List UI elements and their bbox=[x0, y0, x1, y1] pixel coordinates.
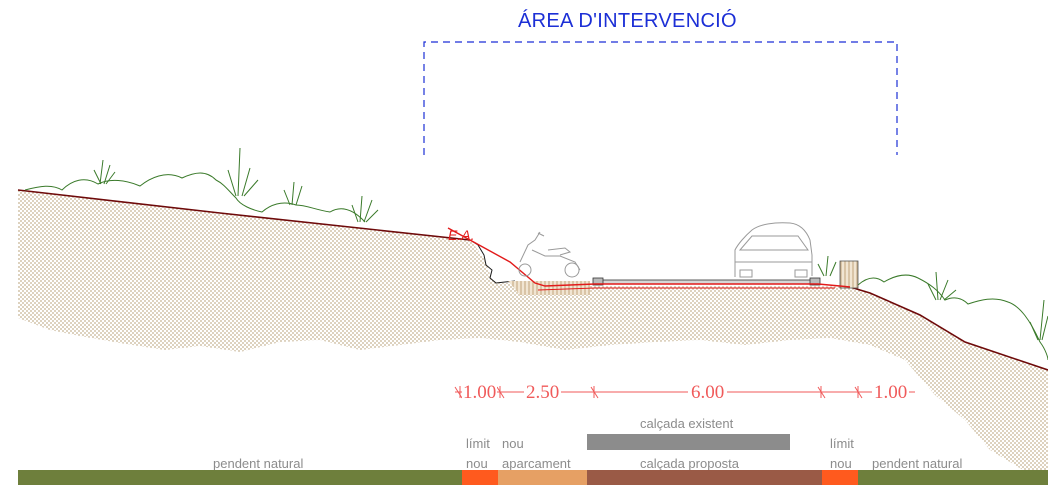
natural-ground-line-right bbox=[849, 286, 1048, 371]
edge-wall bbox=[839, 260, 859, 289]
proposed-road-label: calçada proposta bbox=[640, 456, 740, 471]
new-limit-bar-left bbox=[462, 470, 498, 485]
roadway-edge-left bbox=[592, 277, 604, 286]
existing-embankment-line bbox=[469, 239, 516, 284]
proposed-profile-line-under bbox=[537, 287, 835, 291]
dimension-left-margin: 1.00 bbox=[462, 382, 498, 403]
natural-slope-bar-right bbox=[858, 470, 1048, 485]
intervention-area-bracket bbox=[423, 41, 898, 155]
dimension-right-margin: 1.00 bbox=[872, 382, 910, 403]
roadway-edge-right bbox=[809, 277, 821, 286]
car-icon bbox=[734, 222, 813, 278]
vegetation-right bbox=[817, 255, 1048, 361]
scooter-icon bbox=[518, 231, 581, 278]
existing-road-label: calçada existent bbox=[640, 416, 734, 431]
existing-road-bar bbox=[587, 434, 790, 450]
existing-level-label: E.A. bbox=[448, 227, 475, 243]
proposed-profile-line bbox=[447, 227, 851, 288]
terrain-soil bbox=[18, 190, 1048, 485]
intervention-area-title: ÁREA D'INTERVENCIÓ bbox=[518, 10, 737, 32]
left-limit-label-line2: nou bbox=[466, 456, 488, 471]
left-natural-slope-label: pendent natural bbox=[213, 456, 304, 471]
parking-label-line1: nou bbox=[502, 436, 524, 451]
natural-slope-bar-left bbox=[18, 470, 462, 485]
new-limit-bar-right bbox=[822, 470, 858, 485]
left-limit-label-line1: límit bbox=[466, 436, 490, 451]
right-limit-label-line1: límit bbox=[830, 436, 854, 451]
right-natural-slope-label: pendent natural bbox=[872, 456, 963, 471]
parking-subbase bbox=[508, 281, 590, 295]
natural-ground-line-left bbox=[17, 189, 471, 241]
dimension-roadway: 6.00 bbox=[688, 383, 728, 403]
vegetation-left bbox=[24, 147, 379, 223]
parking-label-line2: aparcament bbox=[502, 456, 571, 471]
right-limit-label-line2: nou bbox=[830, 456, 852, 471]
proposed-road-bar bbox=[587, 470, 822, 485]
new-parking-bar bbox=[498, 470, 587, 485]
dimension-parking: 2.50 bbox=[524, 382, 562, 403]
